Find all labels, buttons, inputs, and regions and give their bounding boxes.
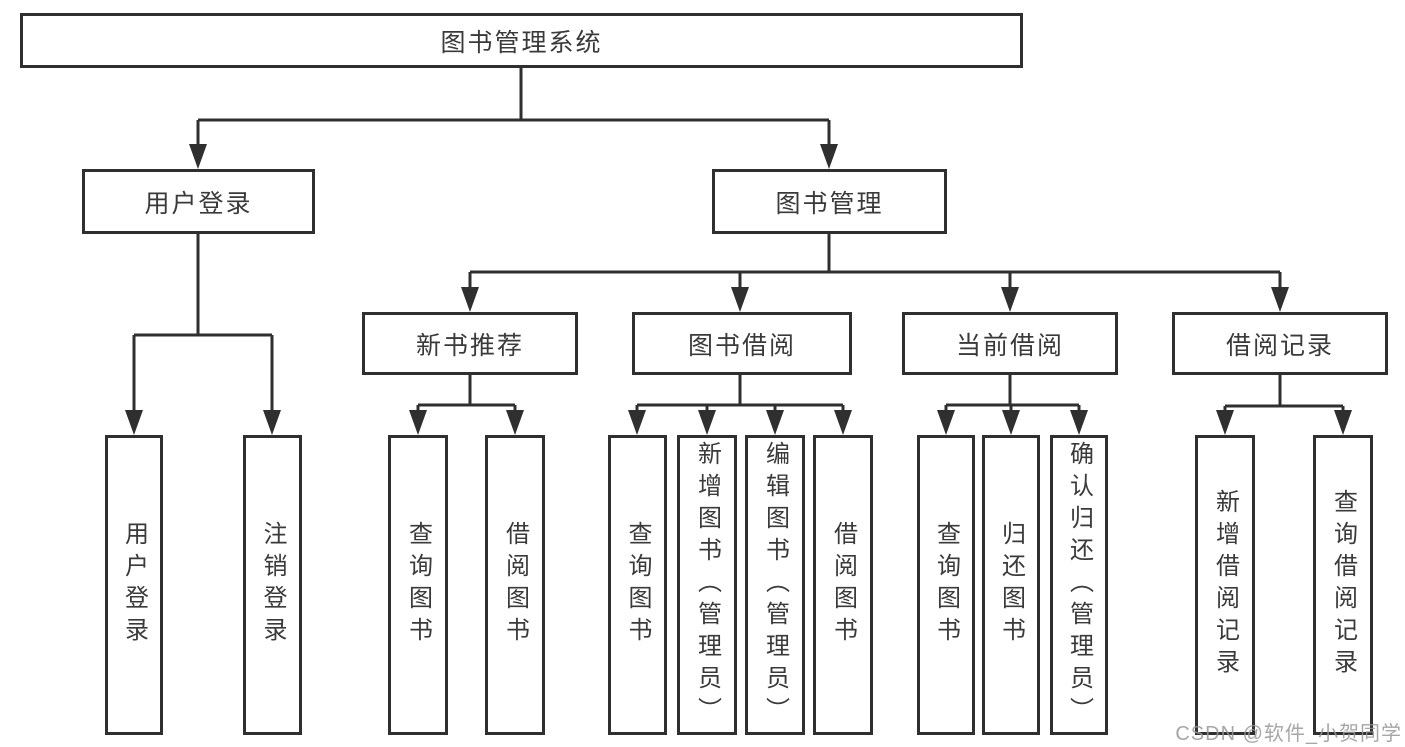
arrowhead-icon — [1271, 287, 1289, 312]
node-user-login: 用户登录 — [82, 169, 315, 234]
arrowheads — [125, 144, 1352, 435]
leaf-newbook-query-books: 查询图书 — [388, 435, 448, 735]
leaf-records-query-borrow-record: 查询借阅记录 — [1313, 435, 1373, 735]
leaf-logout: 注销登录 — [243, 435, 302, 735]
arrowhead-icon — [189, 144, 207, 169]
watermark: CSDN @软件_小贺同学 — [1175, 723, 1402, 745]
leaf-user-login: 用户登录 — [105, 435, 163, 735]
arrowhead-icon — [766, 410, 784, 435]
leaf-borrowing-add-books-admin: 新增图书（管理员） — [677, 435, 737, 735]
arrowhead-icon — [628, 410, 646, 435]
node-borrowing-records: 借阅记录 — [1172, 312, 1388, 375]
leaf-current-confirm-return-admin: 确认归还（管理员） — [1050, 435, 1108, 735]
node-new-book-recommendation: 新书推荐 — [362, 312, 578, 375]
connector-paths — [132, 68, 1345, 411]
arrowhead-icon — [937, 410, 955, 435]
node-library-management-system: 图书管理系统 — [20, 13, 1023, 68]
node-book-management: 图书管理 — [712, 169, 947, 234]
arrowhead-icon — [1002, 410, 1020, 435]
leaf-newbook-borrow-books: 借阅图书 — [485, 435, 545, 735]
arrowhead-icon — [461, 287, 479, 312]
arrowhead-icon — [1216, 410, 1234, 435]
node-book-borrowing: 图书借阅 — [632, 312, 852, 375]
arrowhead-icon — [698, 410, 716, 435]
arrowhead-icon — [1001, 287, 1019, 312]
leaf-current-return-books: 归还图书 — [982, 435, 1040, 735]
arrowhead-icon — [125, 410, 143, 435]
arrowhead-icon — [731, 287, 749, 312]
arrowhead-icon — [1070, 410, 1088, 435]
leaf-borrowing-edit-books-admin: 编辑图书（管理员） — [745, 435, 805, 735]
node-current-borrowing: 当前借阅 — [902, 312, 1118, 375]
arrowhead-icon — [834, 410, 852, 435]
arrowhead-icon — [820, 144, 838, 169]
arrowhead-icon — [506, 410, 524, 435]
leaf-records-add-borrow-record: 新增借阅记录 — [1195, 435, 1255, 735]
arrowhead-icon — [263, 410, 281, 435]
arrowhead-icon — [1334, 410, 1352, 435]
leaf-borrowing-borrow-books: 借阅图书 — [813, 435, 873, 735]
leaf-current-query-books: 查询图书 — [917, 435, 975, 735]
leaf-borrowing-query-books: 查询图书 — [608, 435, 667, 735]
arrowhead-icon — [409, 410, 427, 435]
